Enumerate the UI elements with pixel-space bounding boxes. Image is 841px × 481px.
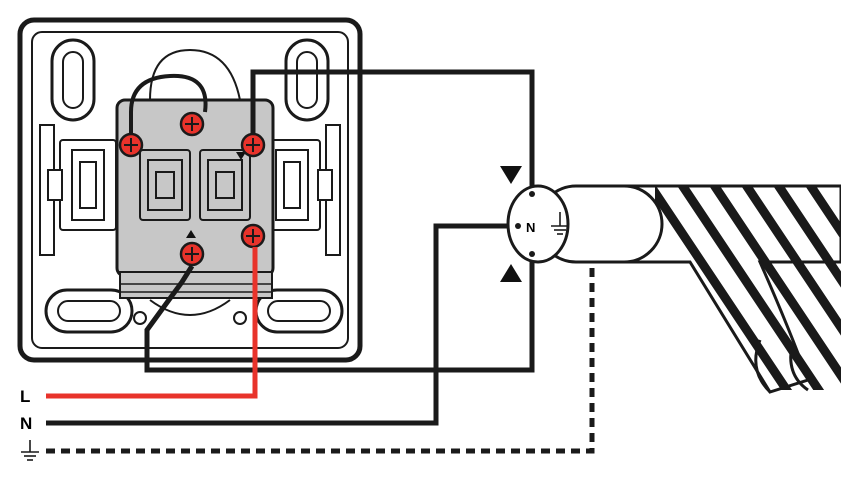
mounting-slot-top-left: [50, 38, 96, 122]
side-clamp-left: [39, 124, 117, 256]
neutral-label: N: [20, 414, 32, 433]
plug-neutral-label: N: [526, 220, 535, 235]
terminal-screw-top-center: [179, 111, 205, 137]
earth-wire: [46, 203, 595, 454]
live-wire: [46, 247, 258, 399]
terminal-screw-top-right: [240, 132, 266, 158]
bridge-wire: [129, 73, 208, 134]
triangle-down-icon: [236, 152, 246, 160]
triangle-up-icon: [186, 230, 196, 238]
neutral-wire: [46, 223, 517, 426]
live-label: L: [20, 387, 30, 406]
loop-wire-bottom: [144, 254, 535, 373]
terminal-screw-bottom-left: [179, 241, 205, 267]
terminal-screw-bottom-right: [240, 223, 266, 249]
earth-ground-icon: [551, 212, 569, 235]
contact-block-left: [139, 149, 191, 221]
plug-head: [506, 184, 664, 264]
mounting-slot-bottom-left: [44, 288, 134, 334]
triangle-up-icon: [500, 264, 522, 282]
frame-screw-left: [133, 311, 147, 325]
triangle-down-icon: [500, 166, 522, 184]
side-clamp-right: [263, 124, 341, 256]
frame-screw-right: [233, 311, 247, 325]
terminal-screw-top-left: [118, 132, 144, 158]
loop-wire-top: [250, 69, 535, 192]
mounting-slot-bottom-right: [254, 288, 344, 334]
earth-ground-icon: [21, 440, 39, 461]
contact-block-right: [199, 149, 251, 221]
mounting-slot-top-right: [284, 38, 330, 122]
terminal-screws: [118, 111, 266, 267]
socket-insert: [115, 98, 275, 299]
